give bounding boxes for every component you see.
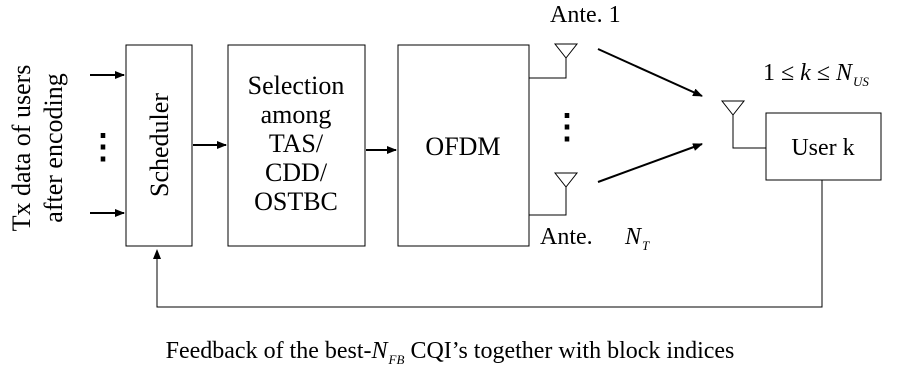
selection-label-4: CDD/ [265, 158, 328, 187]
wireless-link-1 [597, 48, 703, 97]
selection-label-3: TAS/ [269, 129, 324, 158]
scheduler-label: Scheduler [145, 93, 174, 197]
input-label-line2: after encoding [39, 73, 68, 222]
antenna-nt-feed [529, 187, 567, 216]
ofdm-block [397, 44, 530, 247]
antenna-1-feed [529, 58, 567, 79]
user-block [765, 112, 882, 181]
antenna-nt-symbol: NT [624, 224, 650, 253]
wireless-link-nt [597, 143, 703, 183]
input-label-line1: Tx data of users [7, 65, 36, 232]
selection-label-2: among [261, 100, 332, 129]
selection-label-5: OSTBC [254, 187, 338, 216]
antenna-icon [553, 172, 579, 188]
scheduler-block [125, 44, 193, 247]
feedback-path [153, 180, 823, 308]
input-ellipsis: ⋮ [86, 129, 120, 166]
user-antenna-feed [732, 115, 766, 149]
user-label: User k [791, 135, 854, 161]
feedback-caption: Feedback of the best-NFB CQI’s together … [166, 338, 735, 367]
antenna-icon [720, 100, 746, 116]
antenna-ellipsis: ⋮ [550, 109, 584, 146]
antenna-icon [553, 43, 579, 59]
antenna-nt-label: Ante. [540, 224, 593, 250]
antenna-1-label: Ante. 1 [550, 2, 621, 28]
ofdm-label: OFDM [425, 132, 500, 161]
selection-label-1: Selection [248, 71, 345, 100]
user-range-label: 1 ≤ k ≤ NUS [763, 60, 869, 89]
selection-block [227, 44, 366, 247]
